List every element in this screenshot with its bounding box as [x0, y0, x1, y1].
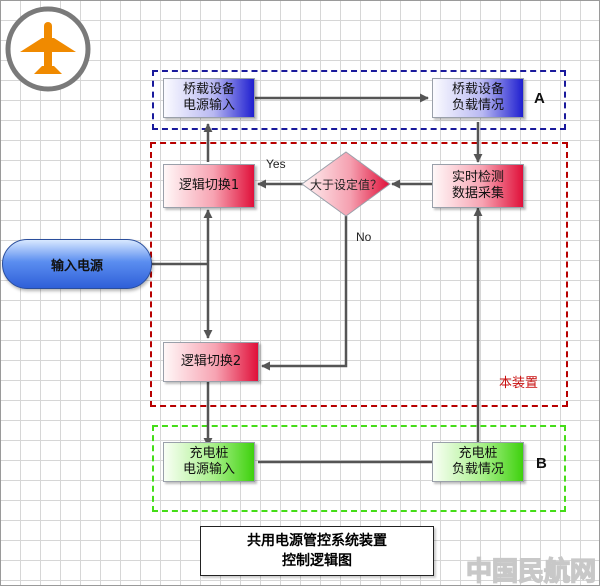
node-realtime-detect: 实时检测 数据采集: [432, 164, 524, 208]
decision-diamond: [301, 151, 391, 217]
yes-label: Yes: [266, 157, 286, 171]
edge-decision-to-logic2-no: [261, 216, 348, 371]
diagram-caption: 共用电源管控系统装置 控制逻辑图: [200, 526, 434, 576]
zone-device: [150, 142, 568, 407]
node-logic-switch-1: 逻辑切换1: [163, 164, 255, 208]
zone-b-label: B: [536, 455, 547, 472]
no-label: No: [356, 230, 372, 244]
node-logic-switch-2: 逻辑切换2: [163, 342, 259, 382]
zone-a: [152, 70, 566, 130]
airplane-icon: [5, 6, 91, 92]
node-power-input: 输入电源: [2, 239, 152, 289]
watermark-logo: 中国民航网: [465, 555, 596, 586]
node-bridge-load: 桥载设备 负载情况: [432, 78, 524, 118]
node-charger-load: 充电桩 负载情况: [432, 442, 524, 482]
zone-a-label: A: [534, 90, 545, 107]
node-charger-input: 充电桩 电源输入: [163, 442, 255, 482]
zone-b: [152, 425, 566, 512]
node-bridge-input: 桥载设备 电源输入: [163, 78, 255, 118]
decision-label: 大于设定值？: [309, 178, 382, 192]
device-label: 本装置: [499, 376, 539, 391]
watermark-text: 中国民航网: [466, 556, 596, 586]
